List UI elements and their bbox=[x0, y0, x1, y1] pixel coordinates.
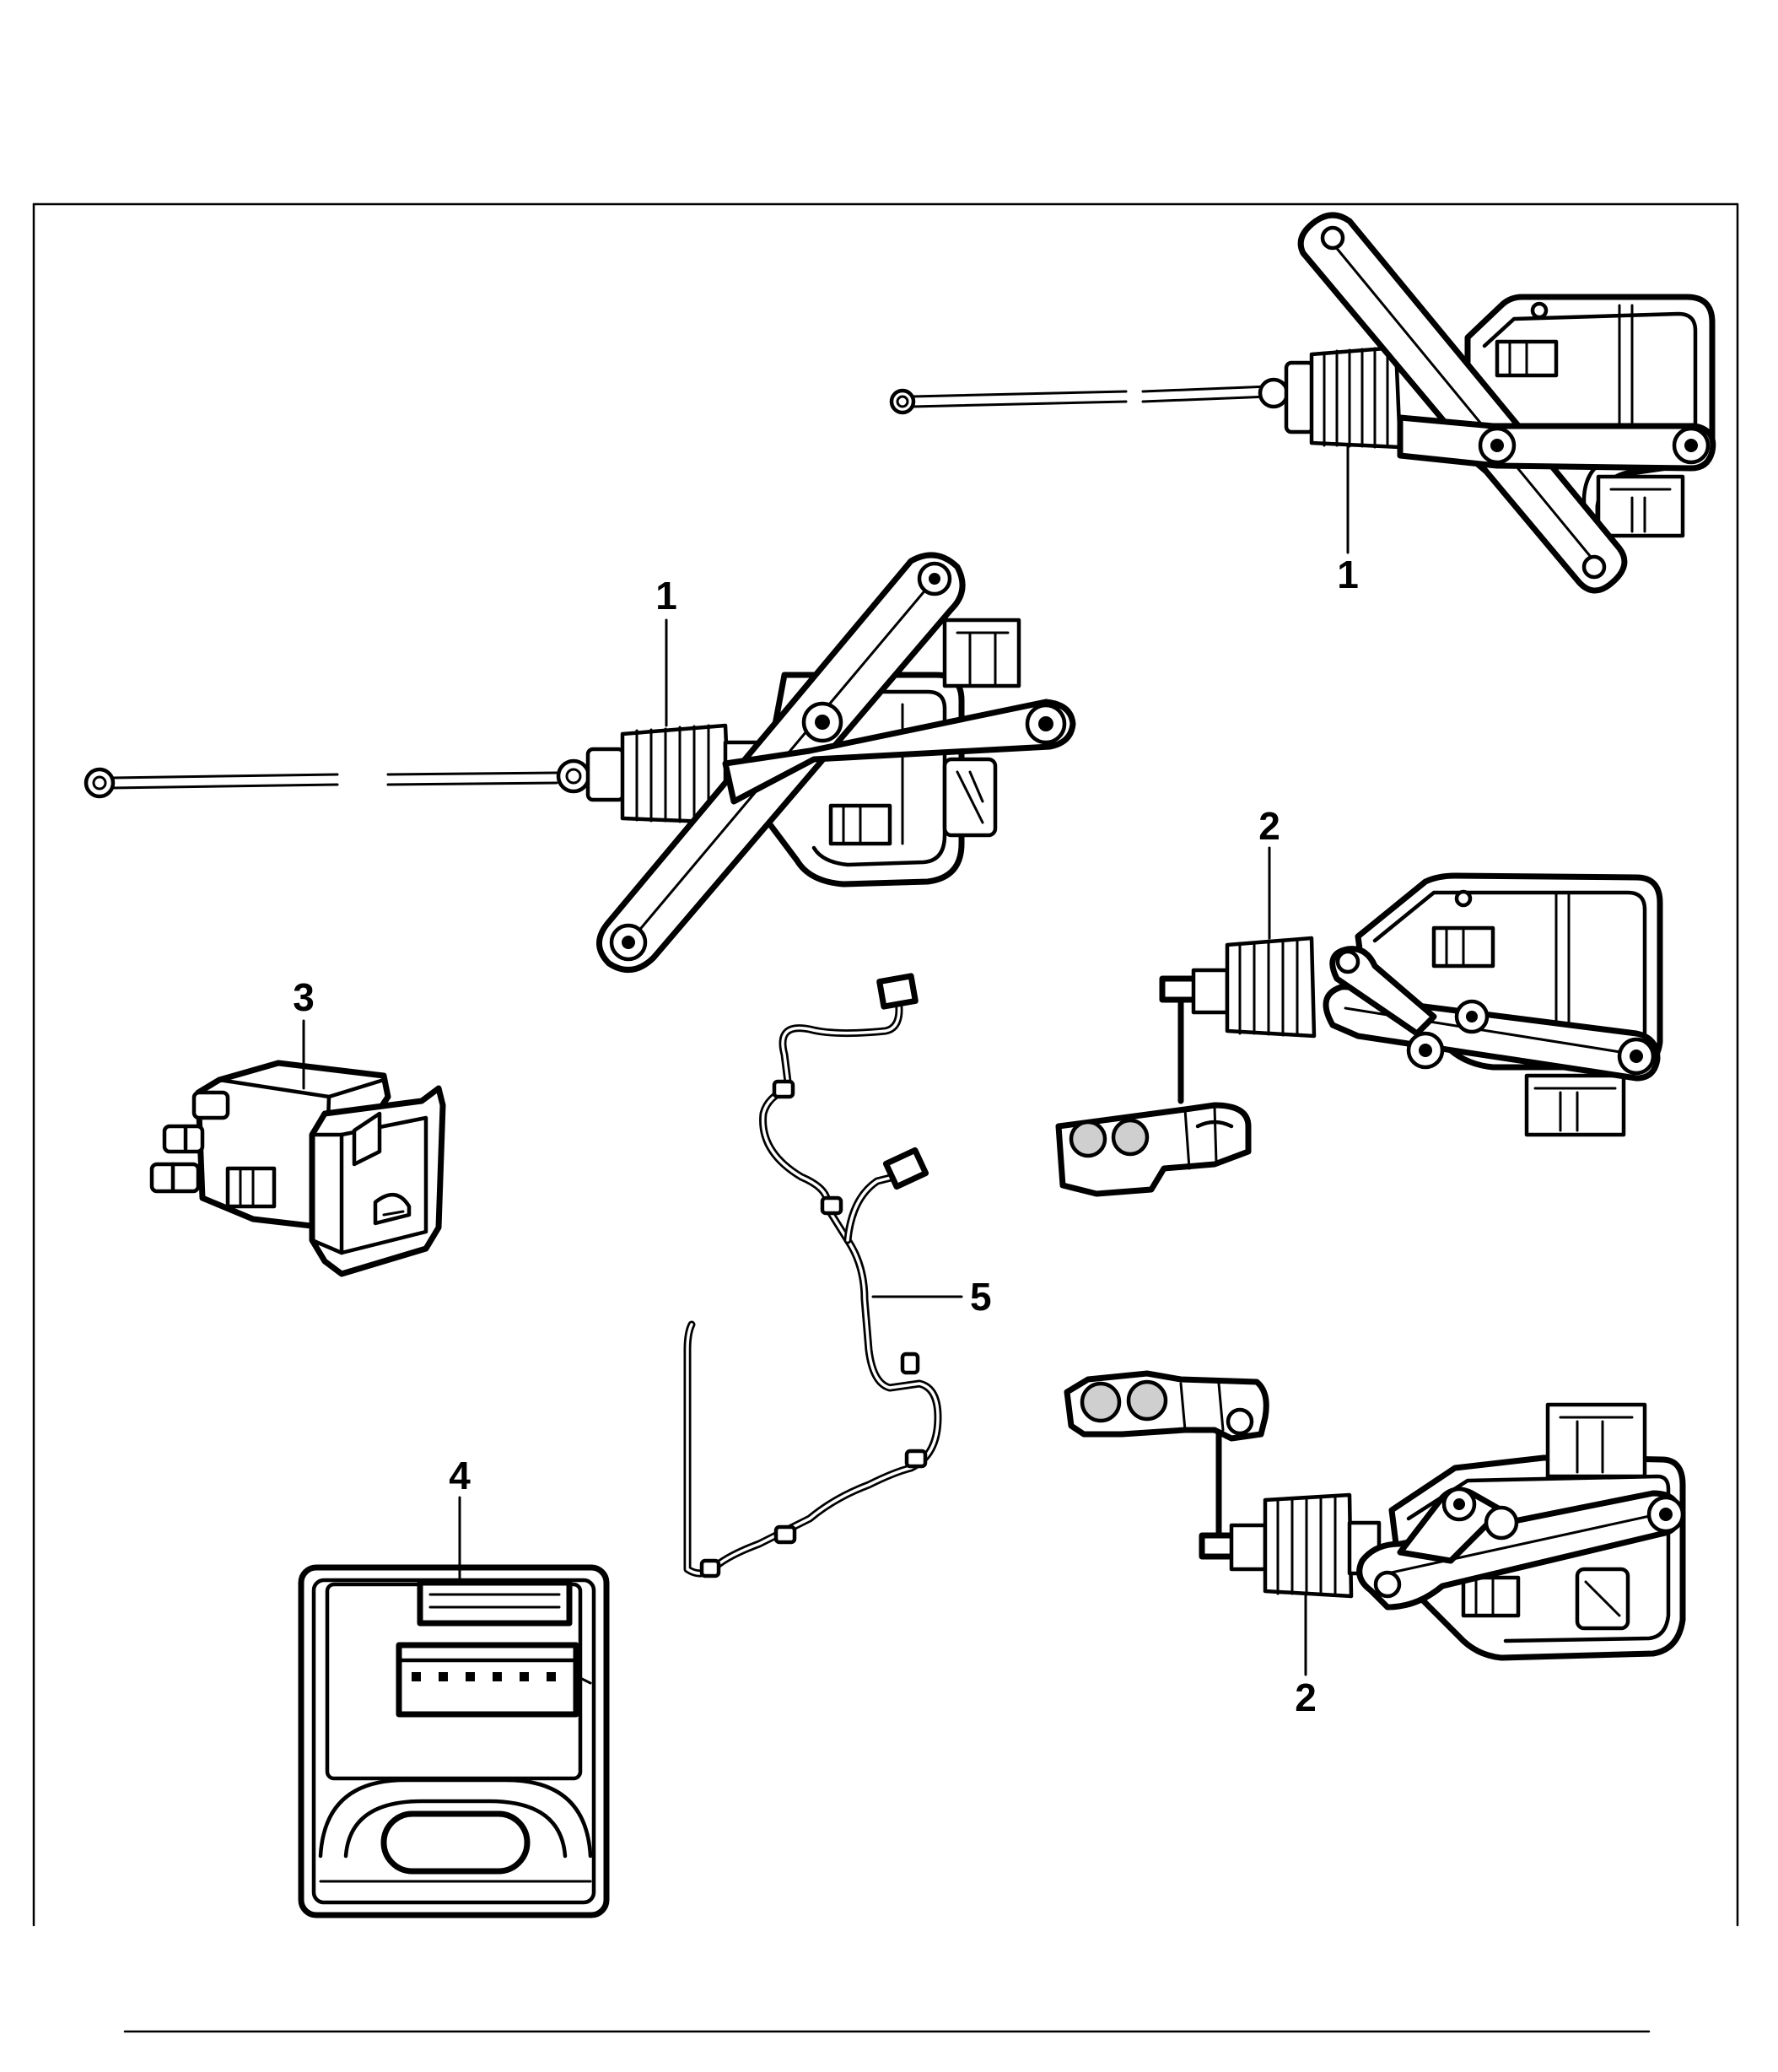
callout-1-upper: 1 bbox=[1337, 553, 1359, 596]
bellows-boot bbox=[1225, 936, 1317, 1039]
linkage-bracket bbox=[1064, 1370, 1269, 1442]
callout-5: 5 bbox=[970, 1275, 992, 1319]
harness-connector-upper bbox=[876, 973, 919, 1010]
door-lock-actuator-linkage-lower bbox=[1064, 1370, 1686, 1676]
callout-2-upper: 2 bbox=[1258, 804, 1280, 848]
connector-pins bbox=[412, 1672, 556, 1681]
lock-switch bbox=[149, 1019, 446, 1277]
control-module bbox=[298, 1496, 610, 1918]
door-lock-actuator-upper bbox=[889, 212, 1716, 594]
callout-2-lower: 2 bbox=[1295, 1675, 1317, 1719]
door-lock-actuator-linkage-upper bbox=[1055, 846, 1663, 1197]
wiring-harness bbox=[683, 973, 963, 1578]
linkage-bracket bbox=[1055, 1102, 1252, 1197]
callout-3: 3 bbox=[293, 975, 315, 1019]
callout-1-middle: 1 bbox=[655, 574, 677, 618]
actuator-arm bbox=[1297, 212, 1628, 594]
diagram-frame bbox=[32, 202, 1739, 2033]
callout-4: 4 bbox=[449, 1454, 471, 1497]
door-lock-actuator-middle bbox=[84, 552, 1076, 973]
actuator-arm bbox=[1356, 1487, 1685, 1611]
bellows-boot bbox=[1284, 345, 1403, 450]
harness-connector-middle bbox=[882, 1147, 929, 1190]
actuator-arm bbox=[1323, 946, 1661, 1082]
